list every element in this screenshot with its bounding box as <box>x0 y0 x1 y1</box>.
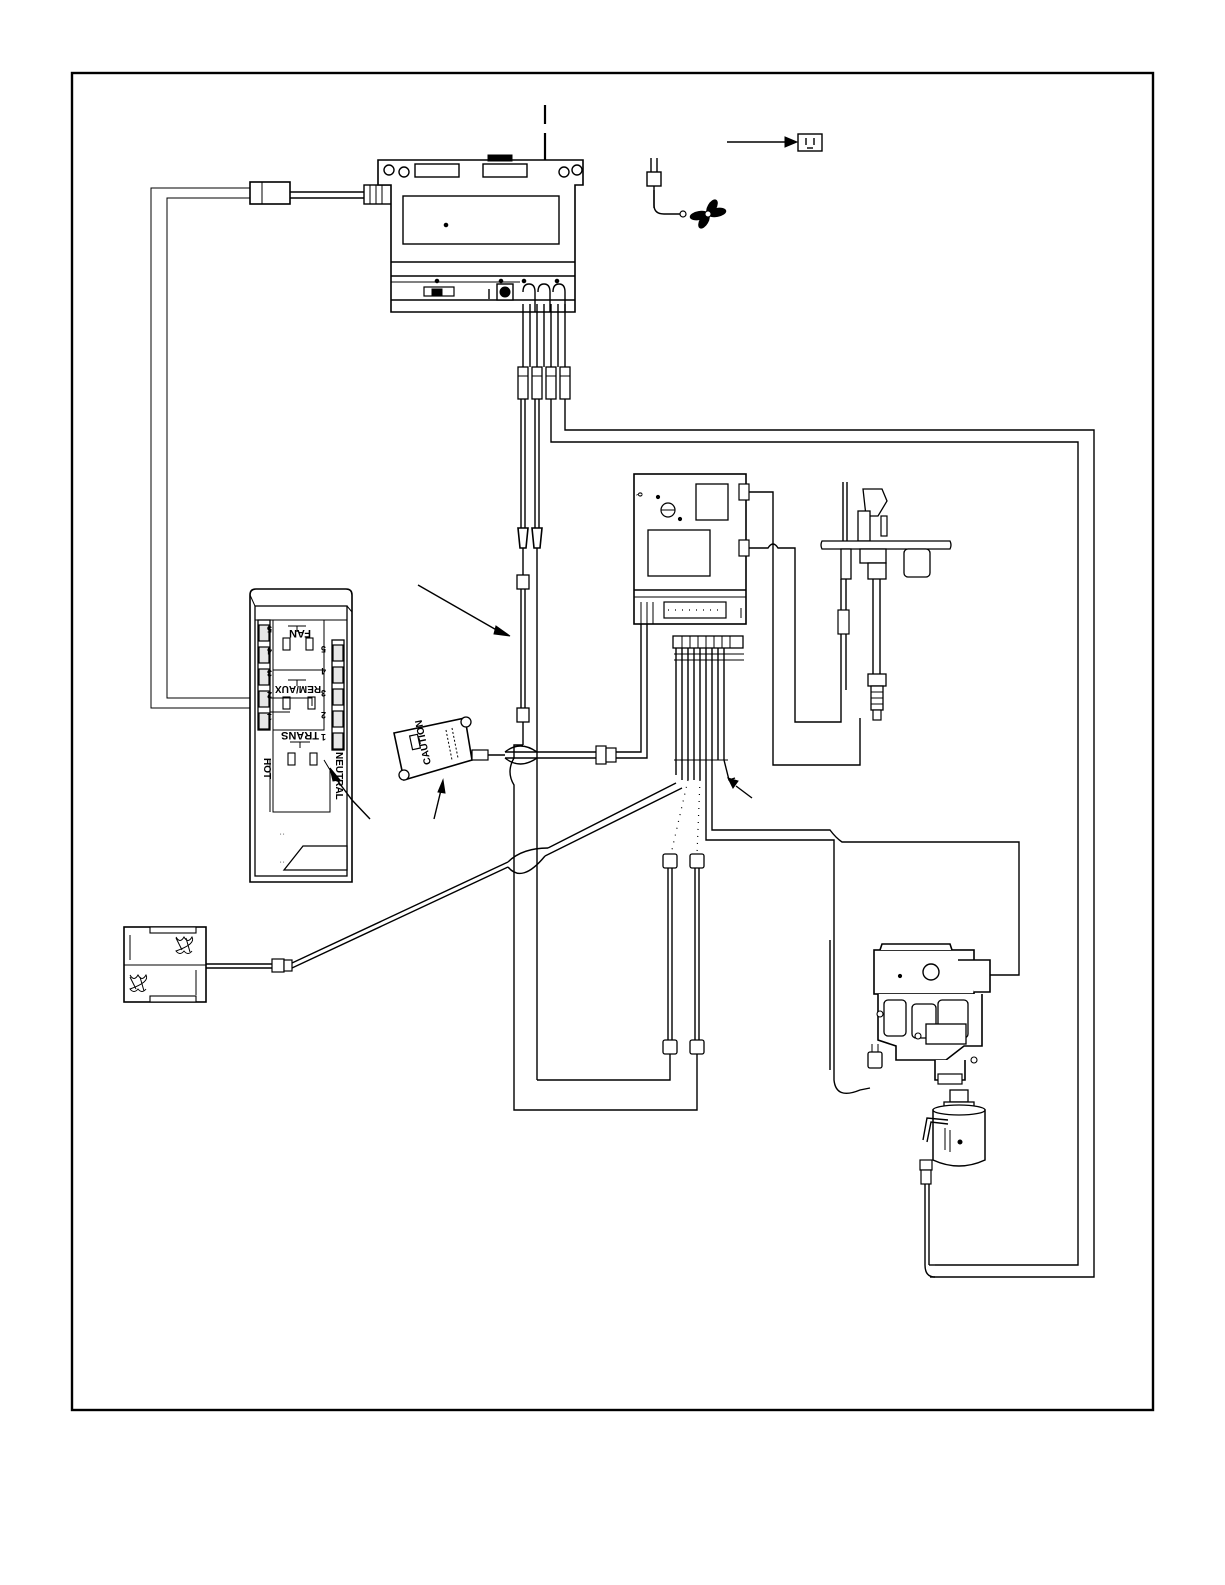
right-terminal-5: 5 <box>321 644 326 654</box>
svg-text:· ·: · · <box>280 860 285 866</box>
valve-leads <box>517 399 542 1080</box>
battery-pack <box>124 927 206 1002</box>
wire-crossings <box>505 746 537 764</box>
outlet-icon <box>727 134 822 151</box>
module-leads <box>518 304 570 399</box>
blower-motor <box>920 1090 985 1277</box>
right-loop-wires <box>551 399 1094 1277</box>
right-terminal-3: 3 <box>321 688 326 698</box>
caution-transformer: CAUTION <box>394 717 600 819</box>
control-module <box>378 155 583 312</box>
remaux-label: REM/AUX <box>275 683 321 694</box>
left-terminal-4: 4 <box>267 646 272 656</box>
wire-pointer-arrow <box>418 585 510 636</box>
module-connector <box>596 624 647 764</box>
wire-harness <box>673 636 752 798</box>
fan-plug-icon <box>647 158 686 217</box>
left-terminal-3: 3 <box>267 668 272 678</box>
trans-label: TRANS <box>281 729 319 741</box>
fan-label: FAN <box>289 627 311 639</box>
left-terminal-5: 5 <box>267 624 272 634</box>
gas-valve <box>868 944 990 1084</box>
diagram-frame <box>72 73 1153 1410</box>
right-terminal-4: 4 <box>321 666 326 676</box>
hot-label: HOT <box>261 758 272 779</box>
svg-text:· ·: · · <box>280 832 285 838</box>
left-terminal-2: 2 <box>267 690 272 700</box>
fan-icon <box>690 198 727 230</box>
right-terminal-2: 2 <box>321 710 326 720</box>
ignition-module: ǫ <box>634 474 749 624</box>
right-terminal-1: 1 <box>321 732 326 742</box>
pilot-assembly <box>821 482 951 720</box>
left-terminal-1: 1 <box>267 712 272 722</box>
remote-cables <box>510 745 704 1110</box>
svg-text:ǫ: ǫ <box>636 492 645 497</box>
